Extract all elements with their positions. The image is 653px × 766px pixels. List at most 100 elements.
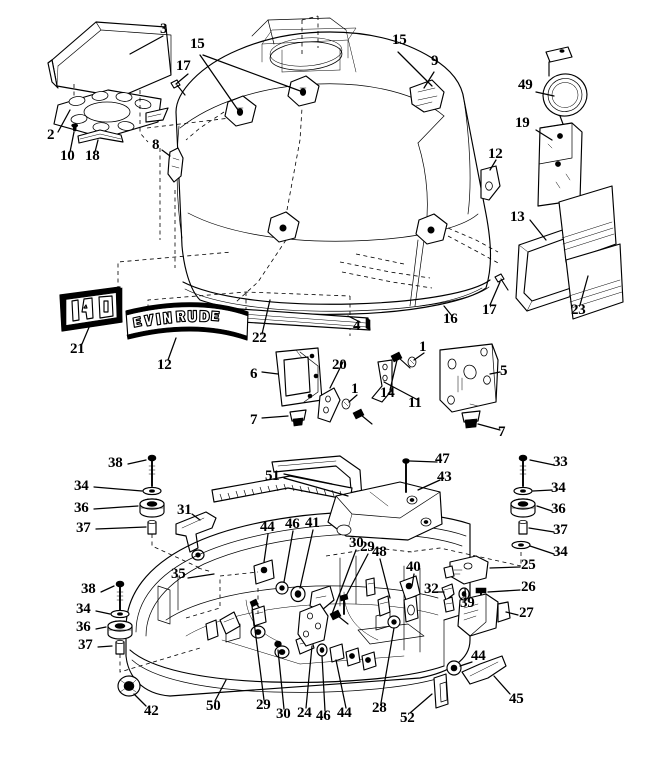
callout-49: 49 — [518, 77, 533, 93]
screw-short-part — [407, 356, 417, 368]
leader-lines — [57, 35, 589, 714]
callout-27: 27 — [519, 605, 534, 621]
upper-motor-cover-group — [47, 15, 624, 429]
lower-pan-shell — [125, 511, 471, 697]
callout-37-ll: 37 — [78, 637, 93, 653]
hardware-stack-lower-left — [107, 580, 161, 673]
bushing-small-part — [458, 587, 470, 601]
pouch-cover-part — [537, 122, 583, 207]
latch-bracket-lower-part — [457, 593, 511, 637]
callout-28: 28 — [372, 700, 387, 716]
seal-strip-part — [77, 129, 124, 144]
callout-29-b: 29 — [256, 697, 271, 713]
callout-19: 19 — [515, 115, 530, 131]
callout-36-r: 36 — [551, 501, 566, 517]
callout-38-lower: 38 — [81, 581, 96, 597]
callout-39: 39 — [460, 595, 475, 611]
latch-keeper-part — [443, 555, 489, 585]
callout-12-bracket: 12 — [488, 146, 503, 162]
callout-15-right: 15 — [392, 32, 407, 48]
callout-12-decal: 12 — [157, 357, 172, 373]
callout-11: 11 — [408, 395, 422, 411]
callout-40: 40 — [406, 559, 421, 575]
gasket-plate-part — [53, 89, 169, 139]
hardware-stack-upper-left — [139, 454, 201, 569]
callout-31: 31 — [177, 502, 192, 518]
callout-34-ul: 34 — [74, 478, 89, 494]
callout-32: 32 — [424, 581, 439, 597]
callout-2: 2 — [47, 127, 55, 143]
callout-46-a: 46 — [285, 516, 300, 532]
screw-long-part — [352, 351, 411, 425]
callout-22: 22 — [252, 330, 267, 346]
lock-nut-left-part — [289, 409, 307, 427]
callout-44-c: 44 — [337, 705, 352, 721]
callout-1-a: 1 — [419, 339, 427, 355]
latch-bracket-left-part — [167, 147, 184, 183]
callout-30-a: 30 — [349, 535, 364, 551]
callout-38-upper: 38 — [108, 455, 123, 471]
drain-grommet-part — [117, 675, 141, 697]
access-panel-lower-part — [565, 243, 624, 320]
callout-16: 16 — [443, 311, 458, 327]
hardware-stack-right — [407, 454, 536, 567]
callout-25: 25 — [521, 557, 536, 573]
handle-seal-part — [211, 475, 353, 503]
access-panel-upper-part — [558, 185, 617, 263]
cover-bracket-lower-right-part — [480, 165, 501, 201]
decal-evinrude-part — [125, 302, 249, 341]
callout-5: 5 — [500, 363, 508, 379]
top-cowl-shell — [175, 31, 492, 315]
grommet-upper-mid-part — [287, 75, 320, 107]
callout-50: 50 — [206, 698, 221, 714]
callout-47: 47 — [435, 451, 450, 467]
latch-assembly-part — [275, 347, 323, 407]
callout-36-ll: 36 — [76, 619, 91, 635]
support-arm-part — [371, 359, 393, 403]
callout-30-b: 30 — [276, 706, 291, 722]
bracket-pan-part — [297, 603, 329, 647]
lower-trim-molding-part — [239, 308, 371, 331]
callout-9: 9 — [431, 53, 439, 69]
callout-14: 14 — [380, 385, 395, 401]
callout-20: 20 — [332, 357, 347, 373]
callout-8: 8 — [152, 137, 160, 153]
callout-34-ru: 34 — [551, 480, 566, 496]
callout-35: 35 — [171, 566, 186, 582]
screw-short-2-part — [341, 398, 351, 410]
callout-21: 21 — [70, 341, 85, 357]
cover-bracket-right-part — [409, 79, 445, 113]
air-silencer-cover-part — [47, 21, 172, 98]
callout-17-front: 17 — [482, 302, 497, 318]
clamp-small-part — [441, 583, 455, 613]
callout-45: 45 — [509, 691, 524, 707]
grab-handle-part — [446, 655, 507, 685]
callout-6: 6 — [250, 366, 258, 382]
callout-51: 51 — [265, 468, 280, 484]
rivet-part — [71, 123, 79, 132]
callout-13: 13 — [510, 209, 525, 225]
callout-10: 10 — [60, 148, 75, 164]
callout-44-b: 44 — [471, 648, 486, 664]
grommet-lower-right-part — [415, 213, 448, 245]
callout-7-right: 7 — [498, 424, 506, 440]
callout-29-a: 29 — [360, 539, 375, 555]
decal-140-part — [59, 286, 123, 332]
callout-4: 4 — [353, 318, 361, 334]
callout-3: 3 — [160, 21, 168, 37]
air-deflector-tray-part — [327, 481, 443, 541]
block-pad-part — [433, 673, 449, 709]
lock-nut-right-part — [461, 410, 481, 429]
callout-1-b: 1 — [351, 381, 359, 397]
callout-46-b: 46 — [316, 708, 331, 724]
callout-34-rl: 34 — [553, 544, 568, 560]
callout-52: 52 — [400, 710, 415, 726]
screw-front-part — [494, 273, 509, 291]
screw-tray-part — [402, 458, 410, 493]
callout-17-upper: 17 — [176, 58, 191, 74]
callout-26: 26 — [521, 579, 536, 595]
callout-7-left: 7 — [250, 412, 258, 428]
grommet-lower-left-part — [267, 211, 300, 243]
